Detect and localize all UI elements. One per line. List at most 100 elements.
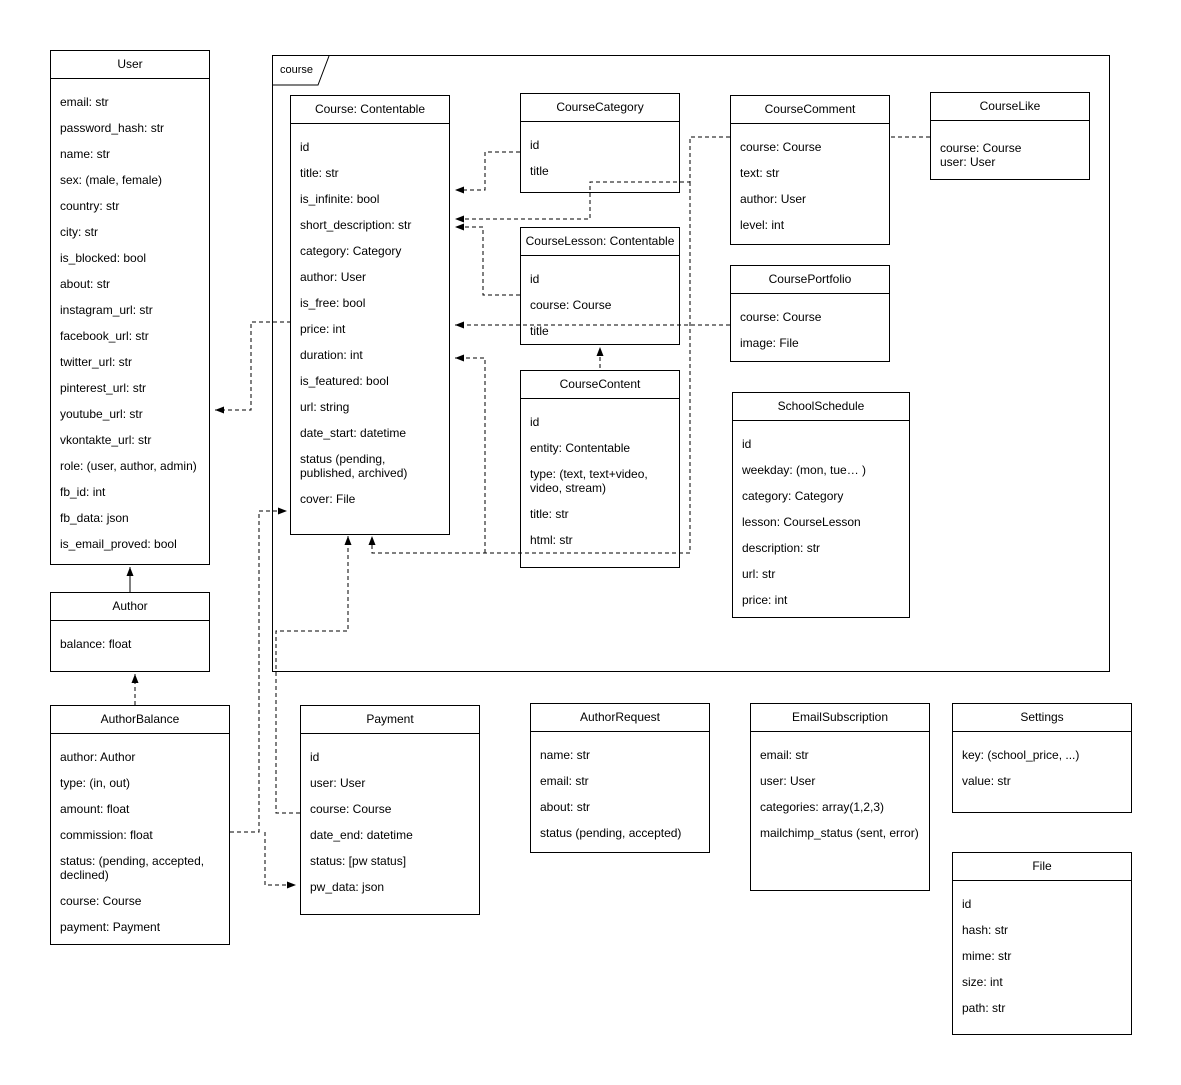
entity-fields: balance: float xyxy=(51,621,209,651)
field: category: Category xyxy=(300,244,402,258)
entity-title: Course: Contentable xyxy=(291,96,449,124)
field: about: str xyxy=(540,800,591,814)
field: id xyxy=(310,750,320,764)
field: name: str xyxy=(540,748,591,762)
entity-author-balance[interactable]: AuthorBalance author: Author type: (in, ou… xyxy=(50,705,230,945)
entity-title: SchoolSchedule xyxy=(733,393,909,421)
entity-course-comment[interactable]: CourseComment course: Course text: str auth… xyxy=(730,95,890,245)
entity-fields: key: (school_price, ...) value: str xyxy=(953,732,1131,788)
field: email: str xyxy=(60,95,109,109)
field: fb_id: int xyxy=(60,485,106,499)
field: about: str xyxy=(60,277,111,291)
field: sex: (male, female) xyxy=(60,173,163,187)
edge-authorbalance-to-author-arrowhead xyxy=(131,674,139,683)
field: email: str xyxy=(540,774,589,788)
entity-fields: name: str email: str about: str status (pen… xyxy=(531,732,709,840)
field: status (pending, accepted) xyxy=(540,826,682,840)
field: html: str xyxy=(530,533,573,547)
course-package-label: course xyxy=(280,64,314,76)
field: lesson: CourseLesson xyxy=(742,515,861,529)
edge-authorbalance-to-payment-arrowhead xyxy=(287,881,296,889)
field: status: [pw status] xyxy=(310,854,407,868)
field: image: File xyxy=(740,336,799,350)
entity-title: AuthorBalance xyxy=(51,706,229,734)
field: key: (school_price, ...) xyxy=(962,748,1080,762)
field: description: str xyxy=(742,541,821,555)
entity-title: CourseLike xyxy=(931,93,1089,121)
edge-course-to-user-arrowhead xyxy=(215,406,224,414)
field: price: int xyxy=(742,593,788,607)
field: balance: float xyxy=(60,637,132,651)
field: youtube_url: str xyxy=(60,407,143,421)
entity-title: File xyxy=(953,853,1131,881)
edge-authorbalance-to-payment xyxy=(264,832,296,886)
field: size: int xyxy=(962,975,1003,989)
field: password_hash: str xyxy=(60,121,165,135)
entity-title: EmailSubscription xyxy=(751,704,929,732)
field: date_end: datetime xyxy=(310,828,413,842)
field: course: Course xyxy=(530,298,612,312)
field: is_email_proved: bool xyxy=(60,537,177,551)
field: course: Course xyxy=(60,894,142,908)
field: pw_data: json xyxy=(310,880,385,894)
field: price: int xyxy=(300,322,346,336)
field: vkontakte_url: str xyxy=(60,433,152,447)
field: pinterest_url: str xyxy=(60,381,147,395)
field: twitter_url: str xyxy=(60,355,133,369)
entity-title: User xyxy=(51,51,209,79)
entity-title: CourseComment xyxy=(731,96,889,124)
field: type: (text, text+video, video, stream) xyxy=(530,467,648,495)
field: is_blocked: bool xyxy=(60,251,147,265)
field: title: str xyxy=(300,166,339,180)
entity-title: Payment xyxy=(301,706,479,734)
field: email: str xyxy=(760,748,809,762)
field: path: str xyxy=(962,1001,1006,1015)
field: author: User xyxy=(740,192,807,206)
field: fb_data: json xyxy=(60,511,129,525)
field: country: str xyxy=(60,199,120,213)
field: author: Author xyxy=(60,750,136,764)
field: title xyxy=(530,164,549,178)
field: value: str xyxy=(962,774,1011,788)
entity-title: CoursePortfolio xyxy=(731,266,889,294)
field: amount: float xyxy=(60,802,130,816)
field: payment: Payment xyxy=(60,920,161,934)
field: id xyxy=(530,272,540,286)
field: id xyxy=(300,140,310,154)
field: course: Course xyxy=(740,140,822,154)
field: id xyxy=(530,138,540,152)
field: id xyxy=(962,897,972,911)
field: url: str xyxy=(742,567,776,581)
field: type: (in, out) xyxy=(60,776,131,790)
field: status (pending, published, archived) xyxy=(300,452,408,480)
field: city: str xyxy=(60,225,98,239)
field: short_description: str xyxy=(300,218,412,232)
field: text: str xyxy=(740,166,780,180)
field: facebook_url: str xyxy=(60,329,149,343)
field: entity: Contentable xyxy=(530,441,631,455)
field: title: str xyxy=(530,507,569,521)
entity-fields: id title xyxy=(521,122,679,178)
